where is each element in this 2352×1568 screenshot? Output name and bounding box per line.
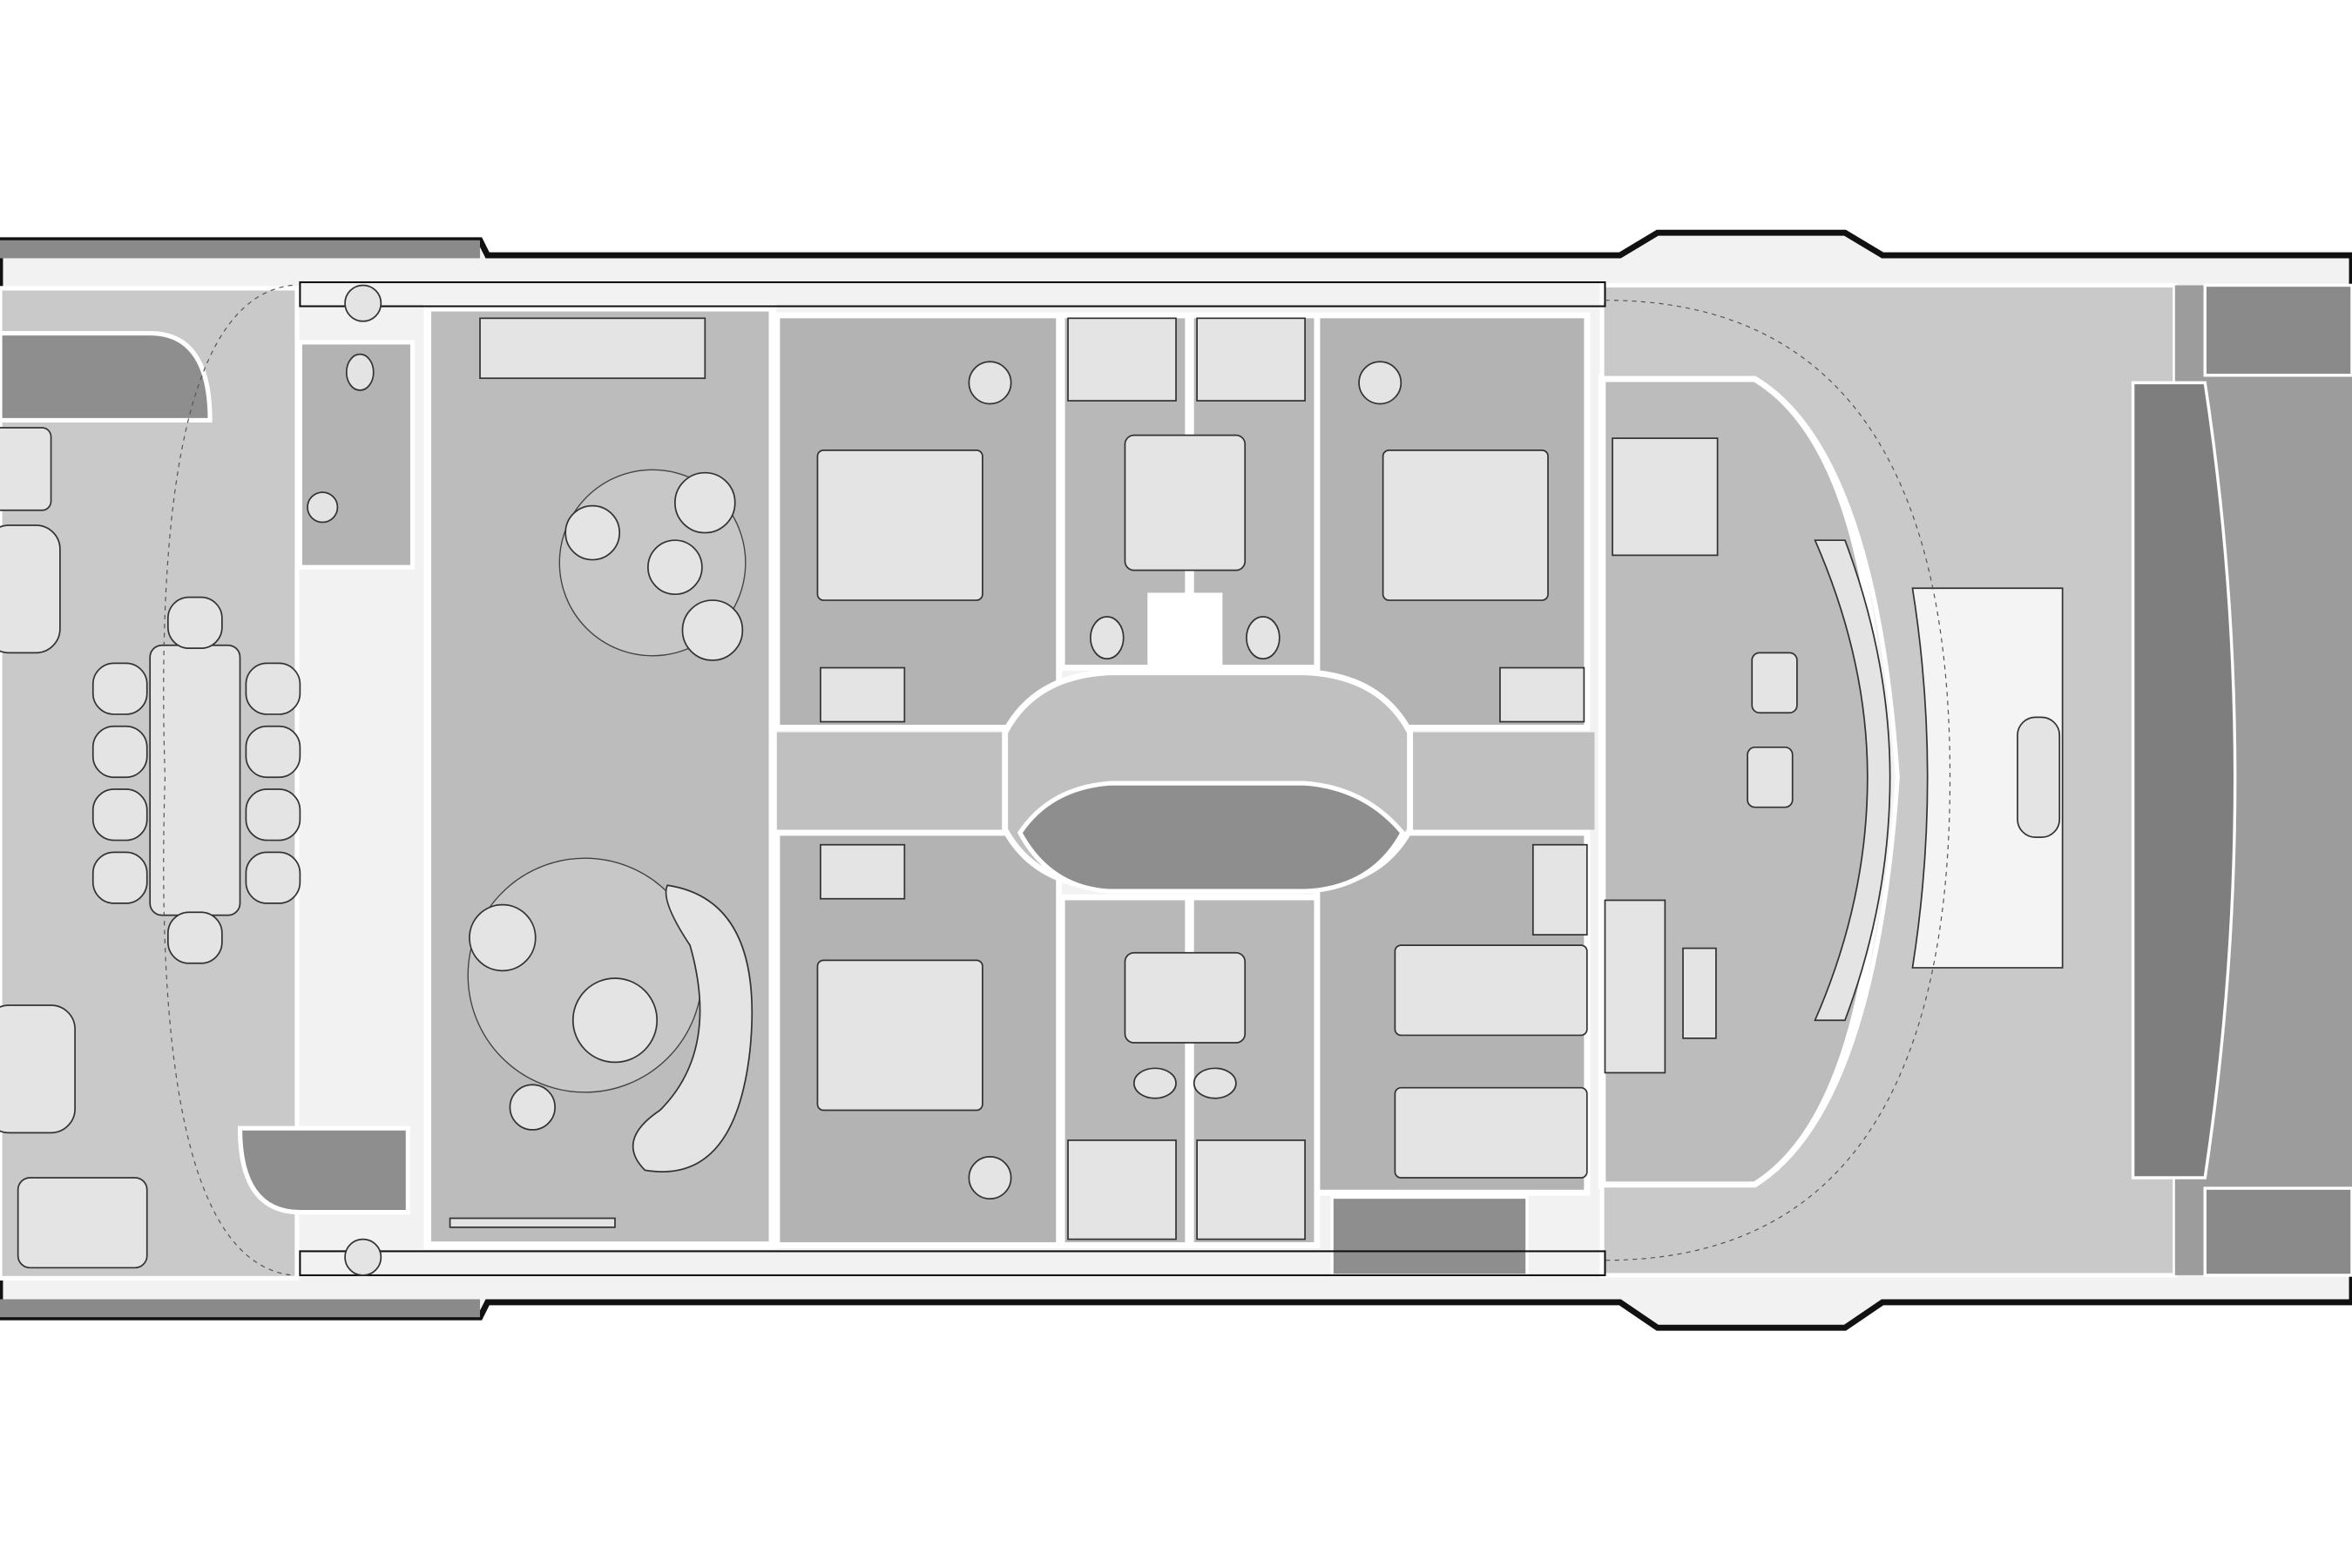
- chair: [166, 911, 223, 964]
- side-deck-bottom: [299, 1250, 1606, 1276]
- tv-console: [449, 1217, 616, 1228]
- toilet: [1132, 1067, 1177, 1099]
- hardtop-outline: [1605, 300, 1951, 1261]
- sofa: [1604, 899, 1666, 1074]
- coffee-table: [1682, 947, 1717, 1039]
- curved-sofa: [632, 884, 754, 1173]
- aft-stair-top: [0, 330, 213, 423]
- table: [2017, 716, 2061, 838]
- chair: [245, 851, 301, 904]
- toilet: [345, 353, 375, 391]
- bow-stair-bottom: [2203, 1186, 2352, 1277]
- wardrobe: [820, 843, 906, 900]
- foredeck: [1599, 282, 2178, 1278]
- chair: [245, 788, 301, 841]
- helm-seat: [1747, 746, 1794, 808]
- lounge-table: [571, 977, 659, 1064]
- shower: [1067, 1139, 1177, 1240]
- wardrobe: [1499, 666, 1585, 723]
- chair: [91, 662, 148, 715]
- wardrobe: [1531, 843, 1588, 936]
- toilet: [1246, 616, 1281, 660]
- desk: [1612, 437, 1719, 557]
- toilet: [1089, 616, 1125, 660]
- chair: [166, 596, 223, 650]
- side-deck-top: [299, 280, 1606, 308]
- single-bed: [1394, 944, 1588, 1037]
- dining-chairs: [91, 596, 301, 964]
- forward-seating: [1911, 587, 2064, 969]
- helm-seat: [1751, 652, 1798, 714]
- bed: [816, 959, 983, 1112]
- sunpad: [0, 427, 52, 511]
- armchair: [564, 504, 621, 561]
- sink: [307, 491, 339, 524]
- duct: [1147, 592, 1223, 668]
- bed: [816, 449, 983, 601]
- armchair: [469, 903, 537, 972]
- sunpad: [0, 524, 61, 654]
- coffee-table: [647, 539, 703, 596]
- vanity: [1124, 434, 1247, 571]
- single-bed: [1394, 1086, 1588, 1179]
- aft-stair-bottom: [237, 1125, 410, 1215]
- sun-shade-outline: [163, 284, 293, 1276]
- dining-table: [149, 644, 241, 916]
- sofa: [17, 1177, 148, 1269]
- armchair: [681, 599, 744, 661]
- chair: [245, 662, 301, 715]
- chair: [245, 725, 301, 779]
- chair: [91, 725, 148, 779]
- shower: [1196, 1139, 1306, 1240]
- chair: [91, 851, 148, 904]
- shower: [1067, 317, 1177, 402]
- helm-console: [1814, 539, 1891, 1022]
- chair: [91, 788, 148, 841]
- bed: [1382, 449, 1549, 601]
- sunpad: [0, 1004, 76, 1134]
- central-stair: [1017, 781, 1406, 894]
- aft-bulwark-top: [0, 240, 481, 259]
- bow-sunpad: [2131, 381, 2237, 1179]
- bow-stair-top: [2203, 283, 2352, 377]
- pouf: [968, 1156, 1012, 1200]
- bar-counter: [479, 317, 706, 380]
- aft-bulwark-bottom: [0, 1299, 481, 1318]
- wardrobe: [820, 666, 906, 723]
- side-stair: [1330, 1195, 1529, 1277]
- capstan: [344, 284, 382, 322]
- capstan: [344, 1238, 382, 1276]
- armchair: [674, 471, 736, 534]
- vanity: [1124, 951, 1247, 1044]
- side-table: [509, 1084, 556, 1131]
- pouf: [1358, 361, 1402, 405]
- toilet: [1193, 1067, 1237, 1099]
- shower: [1196, 317, 1306, 402]
- pouf: [968, 361, 1012, 405]
